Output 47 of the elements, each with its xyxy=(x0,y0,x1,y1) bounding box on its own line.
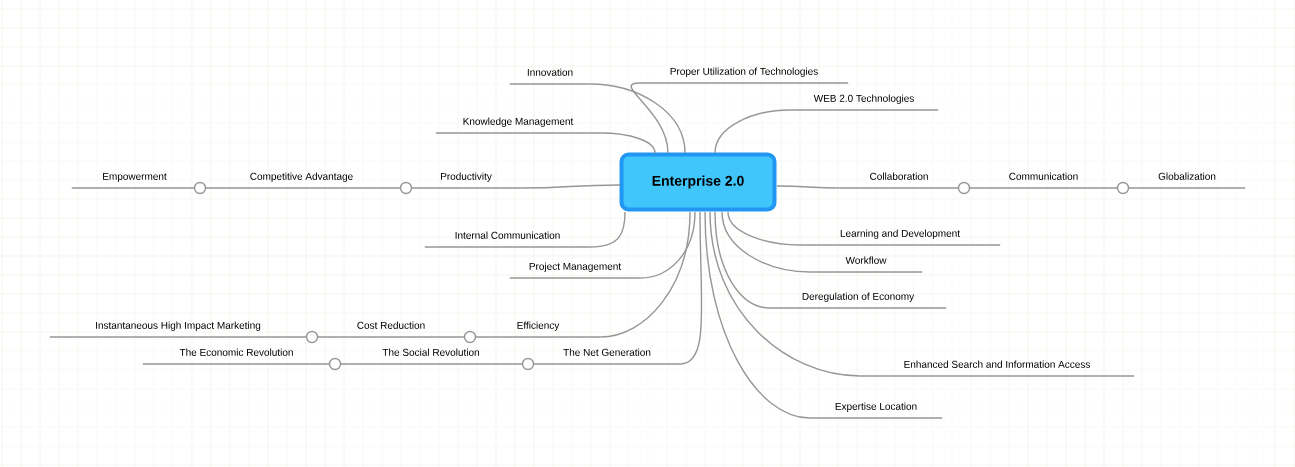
connector-line xyxy=(599,211,691,338)
connector-line xyxy=(399,181,413,195)
topic-label: Competitive Advantage xyxy=(202,172,401,189)
connector-line xyxy=(589,211,626,248)
connector-line xyxy=(709,211,861,377)
connector-line xyxy=(193,181,207,195)
connector-line xyxy=(679,211,703,365)
topic-label: Knowledge Management xyxy=(435,117,601,134)
connector-line xyxy=(630,82,669,154)
topic-label: Globalization xyxy=(1128,172,1246,189)
connector-line xyxy=(305,330,319,344)
topic-label: Deregulation of Economy xyxy=(769,292,947,309)
connector-line xyxy=(639,211,696,279)
topic-label: Learning and Development xyxy=(799,229,1001,246)
topic-label: Expertise Location xyxy=(809,402,943,419)
topic-label: Proper Utilization of Technologies xyxy=(639,67,849,84)
connector-line xyxy=(521,357,535,371)
connector-line xyxy=(519,184,621,189)
connector-line xyxy=(589,83,686,154)
topic-label: The Net Generation xyxy=(533,348,681,365)
connector-line xyxy=(714,109,791,154)
topic-label: WEB 2.0 Technologies xyxy=(789,94,939,111)
topic-label: Productivity xyxy=(411,172,521,189)
topic-label: The Social Revolution xyxy=(339,348,523,365)
connector-line xyxy=(727,211,801,246)
connector-line xyxy=(957,181,971,195)
topic-label: Workflow xyxy=(809,256,923,273)
connector-line xyxy=(463,330,477,344)
topic-label: Innovation xyxy=(509,68,591,85)
connector-line xyxy=(704,211,811,419)
connector-line xyxy=(1116,181,1130,195)
topic-label: Project Management xyxy=(509,262,641,279)
connector-line xyxy=(776,185,841,189)
topic-label: The Economic Revolution xyxy=(142,348,331,365)
topic-label: Instantaneous High Impact Marketing xyxy=(49,321,307,338)
connector-line xyxy=(721,211,811,273)
topic-label: Communication xyxy=(969,172,1118,189)
topic-label: Enhanced Search and Information Access xyxy=(859,360,1135,377)
connector-line xyxy=(599,132,656,154)
topic-label: Collaboration xyxy=(839,172,959,189)
topic-label: Internal Communication xyxy=(424,231,591,248)
central-topic-box: Enterprise 2.0 xyxy=(619,152,777,212)
connector-line xyxy=(328,357,342,371)
connector-line xyxy=(714,211,771,309)
topic-label: Efficiency xyxy=(475,321,601,338)
topic-label: Empowerment xyxy=(71,172,198,189)
topic-label: Cost Reduction xyxy=(317,321,465,338)
